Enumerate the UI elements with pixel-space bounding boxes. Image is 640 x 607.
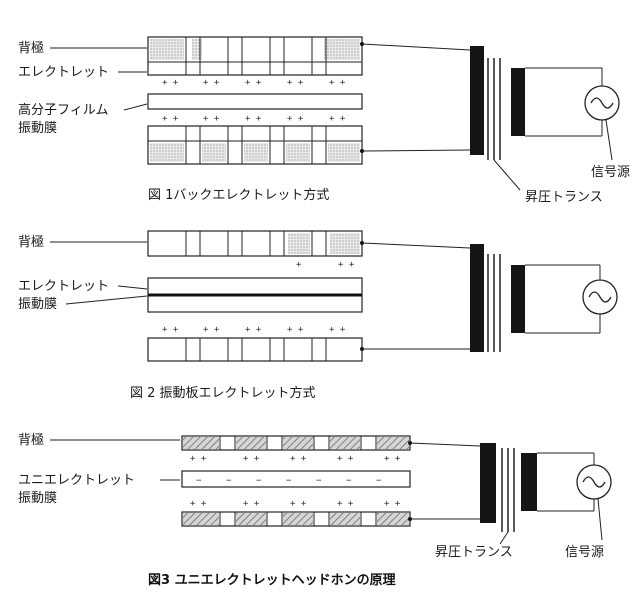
fig3-uni-electret-film: − − − − − − − [181,470,411,488]
fig3-signal-circuit [537,452,612,541]
svg-text:+ +: + + [384,499,401,509]
svg-text:+ +: + + [245,325,262,335]
svg-text:−: − [376,476,382,486]
fig1-caption: 図 1バックエレクトレット方式 [148,187,329,203]
fig3-signal-source-label: 信号源 [565,545,604,560]
svg-text:−: − [226,476,232,486]
svg-text:+ +: + + [190,499,207,509]
fig2-transformer [470,244,525,352]
fig3-label-uni-electret: ユニエレクトレット [18,473,135,488]
svg-text:+ +: + + [243,454,260,464]
svg-text:+ +: + + [329,78,346,88]
figure-3: 背極 ユニエレクトレット 振動膜 + + + + + + + + + + [18,432,612,588]
fig1-top-back-plate [147,36,363,76]
svg-text:+ +: + + [287,325,304,335]
svg-text:−: − [286,476,292,486]
fig1-wire-top [361,43,471,51]
fig2-electret-diaphragm [147,277,363,313]
svg-text:−: − [256,476,262,486]
fig1-polymer-film [147,93,363,110]
fig3-charges-top: + + + + + + + + + + [190,454,401,464]
fig1-charges-top: + + + + + + + + + + [162,78,346,88]
svg-text:+ +: + + [337,499,354,509]
fig1-label-electret: エレクトレット [18,65,109,80]
svg-text:+ +: + + [337,454,354,464]
fig1-wire-bottom [361,149,471,152]
fig2-label-electret: エレクトレット [18,279,109,294]
fig3-transformer-label: 昇圧トランス [435,545,513,560]
fig1-label-polymer-film: 高分子フィルム [18,102,108,118]
fig2-top-back-plate [147,230,363,257]
figure-1: 背極 エレクトレット 高分子フィルム 振動膜 + + + + + + [18,36,630,205]
fig1-charges-mid: + + + + + + + + + + [162,114,346,124]
svg-text:+: + [296,260,302,270]
svg-text:+ +: + + [245,78,262,88]
svg-text:+ +: + + [287,114,304,124]
svg-text:+ +: + + [338,260,355,270]
fig1-label-back-plate: 背極 [18,40,44,56]
fig3-label-back-plate: 背極 [18,432,44,448]
fig1-label-diaphragm: 振動膜 [18,121,57,136]
svg-text:+ +: + + [329,114,346,124]
fig2-charges-bottom: + + + + + + + + + + [162,325,346,335]
fig1-signal-source-label: 信号源 [591,165,630,180]
fig2-label-diaphragm: 振動膜 [18,297,57,312]
svg-text:+ +: + + [329,325,346,335]
svg-text:−: − [196,476,202,486]
fig1-polymer-leader [123,103,148,111]
fig2-charges-top: + + + [296,260,355,270]
fig2-caption: 図 2 振動板エレクトレット方式 [130,385,316,401]
svg-text:+ +: + + [245,114,262,124]
svg-text:+ +: + + [287,78,304,88]
fig3-transformer [480,443,537,532]
fig1-bottom-back-plate [147,125,363,165]
fig3-top-back-plate [181,435,411,451]
fig3-charges-bottom: + + + + + + + + + + [190,499,401,509]
svg-text:+ +: + + [203,325,220,335]
svg-text:+ +: + + [243,499,260,509]
fig2-label-back-plate: 背極 [18,234,44,250]
svg-text:+ +: + + [203,78,220,88]
svg-text:+ +: + + [203,114,220,124]
svg-text:−: − [316,476,322,486]
svg-text:+ +: + + [384,454,401,464]
svg-text:+ +: + + [162,78,179,88]
fig3-bottom-back-plate [181,511,411,527]
fig1-transformer [470,46,525,160]
fig1-signal-circuit [525,67,620,161]
fig2-signal-circuit [525,264,618,334]
fig3-caption: 図3 ユニエレクトレットヘッドホンの原理 [148,573,396,588]
fig1-transformer-label: 昇圧トランス [525,190,603,205]
figure-2: 背極 エレクトレット 振動膜 + + + + + + [18,230,618,401]
fig3-label-diaphragm: 振動膜 [18,491,57,506]
svg-text:+ +: + + [162,114,179,124]
fig2-bottom-back-plate [147,337,363,362]
svg-text:+ +: + + [162,325,179,335]
svg-text:+ +: + + [190,454,207,464]
svg-text:−: − [346,476,352,486]
svg-text:+ +: + + [290,454,307,464]
svg-text:+ +: + + [290,499,307,509]
